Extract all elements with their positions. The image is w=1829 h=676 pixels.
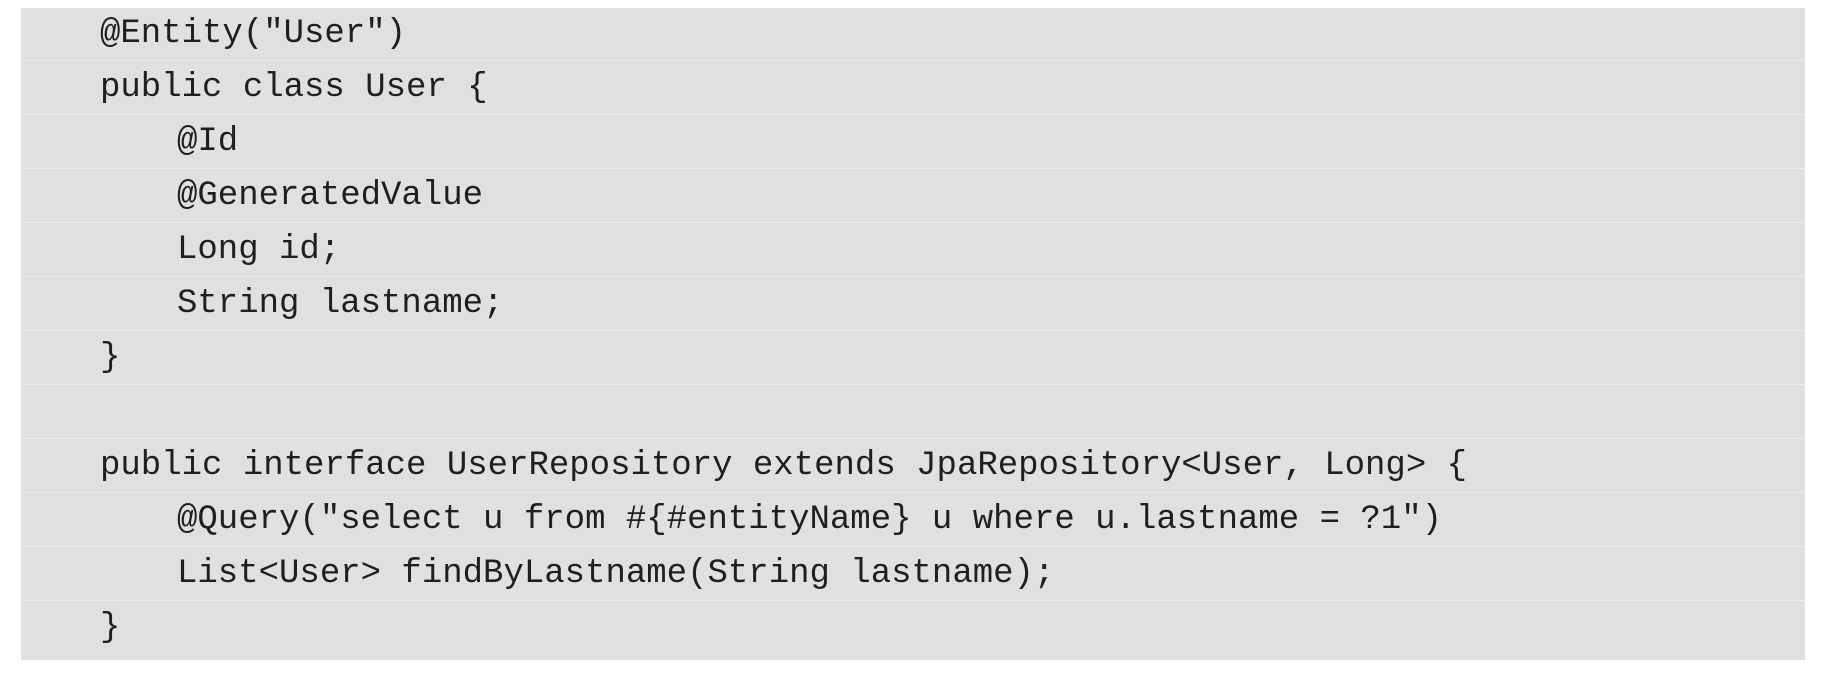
code-line-11: List<User> findByLastname(String lastnam… <box>21 548 1805 601</box>
code-line-8 <box>21 386 1805 439</box>
code-line-3: @Id <box>21 116 1805 169</box>
code-line-7: } <box>21 332 1805 385</box>
code-block: @Entity("User") public class User { @Id … <box>21 8 1805 660</box>
code-line-1: @Entity("User") <box>21 8 1805 61</box>
code-line-6: String lastname; <box>21 278 1805 331</box>
code-line-9: public interface UserRepository extends … <box>21 440 1805 493</box>
code-line-4: @GeneratedValue <box>21 170 1805 223</box>
code-line-5: Long id; <box>21 224 1805 277</box>
code-line-12: } <box>100 609 121 647</box>
code-line-10: @Query("select u from #{#entityName} u w… <box>21 494 1805 547</box>
code-line-2: public class User { <box>21 62 1805 115</box>
